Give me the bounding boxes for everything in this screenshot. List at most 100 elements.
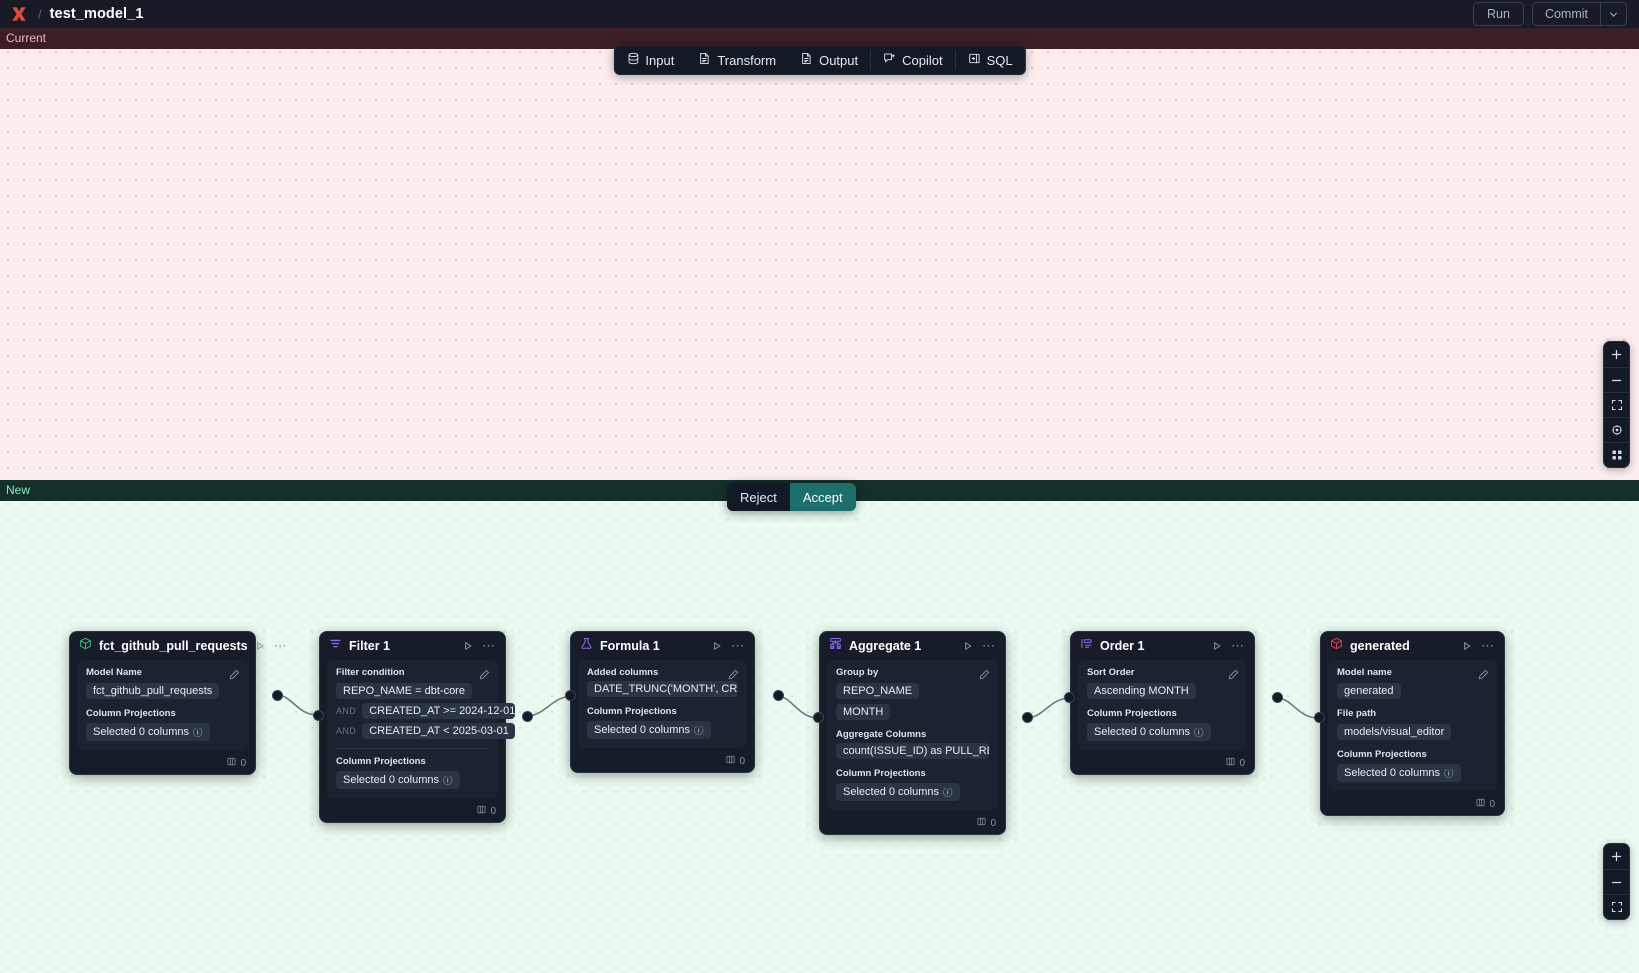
node-footer: 0 (320, 805, 505, 822)
toolbar-item-input[interactable]: Input (614, 46, 686, 74)
pencil-icon[interactable] (1228, 667, 1239, 685)
breadcrumb-separator: / (38, 6, 42, 22)
model-name-chip[interactable]: fct_github_pull_requests (86, 683, 220, 699)
input-port[interactable] (813, 712, 824, 723)
input-port[interactable] (565, 690, 576, 701)
info-icon[interactable]: ⓘ (943, 788, 953, 799)
pencil-icon[interactable] (979, 667, 990, 685)
file-path-chip[interactable]: models/visual_editor (1337, 724, 1452, 740)
more-dots-icon[interactable]: ⋯ (1231, 638, 1245, 653)
run-button[interactable]: Run (1473, 2, 1524, 26)
zoom-out-button[interactable] (1604, 869, 1629, 894)
group-by-chip[interactable]: REPO_NAME (836, 683, 920, 699)
column-projections-chip[interactable]: Selected 0 columns ⓘ (1087, 723, 1211, 741)
node-card[interactable]: Aggregate 1 ⋯ Group by REPO_NAME MONTH A… (819, 631, 1006, 835)
info-icon[interactable]: ⓘ (1194, 728, 1204, 739)
sort-order-chip[interactable]: Ascending MONTH (1087, 683, 1196, 699)
input-port[interactable] (313, 710, 324, 721)
toolbar-item-copilot[interactable]: Copilot (871, 46, 954, 74)
page-title: test_model_1 (49, 6, 144, 22)
play-icon[interactable] (1462, 641, 1472, 651)
column-projections-chip[interactable]: Selected 0 columns ⓘ (86, 723, 210, 741)
toolbar-item-output[interactable]: Output (788, 46, 870, 74)
aggregate-columns-chip[interactable]: count(ISSUE_ID) as PULL_REQUEST_… (836, 743, 989, 759)
play-icon[interactable] (255, 641, 265, 651)
more-dots-icon[interactable]: ⋯ (731, 638, 745, 653)
toolbar-item-sql[interactable]: SQL (956, 46, 1025, 74)
play-icon[interactable] (712, 641, 722, 651)
play-icon[interactable] (463, 641, 473, 651)
info-icon[interactable]: ⓘ (193, 728, 203, 739)
info-icon[interactable]: ⓘ (1444, 769, 1454, 780)
column-projections-chip[interactable]: Selected 0 columns ⓘ (587, 721, 711, 739)
pencil-icon[interactable] (728, 667, 739, 685)
columns-icon (977, 817, 986, 829)
grid-icon[interactable] (1604, 442, 1629, 467)
sparkle-chat-icon (883, 52, 896, 68)
output-port[interactable] (773, 690, 784, 701)
column-projections-chip[interactable]: Selected 0 columns ⓘ (336, 771, 460, 789)
node-card[interactable]: generated ⋯ Model name generated File pa… (1320, 631, 1505, 816)
file-text-icon (698, 52, 711, 68)
toolbar-item-label: Output (819, 52, 859, 68)
node-title: Formula 1 (600, 639, 660, 653)
node-card[interactable]: fct_github_pull_requests ⋯ Model Name fc… (69, 631, 287, 775)
column-projections-chip[interactable]: Selected 0 columns ⓘ (1337, 764, 1461, 782)
chip-text: Selected 0 columns (843, 786, 939, 798)
input-port[interactable] (1064, 692, 1075, 703)
pencil-icon[interactable] (229, 667, 240, 685)
node-footer: 0 (820, 817, 1005, 834)
filter-condition-chip[interactable]: CREATED_AT >= 2024-12-01 (362, 703, 515, 719)
chip-text: Selected 0 columns (343, 774, 439, 786)
node-card[interactable]: Filter 1 ⋯ Filter condition REPO_NAME = … (319, 631, 515, 823)
more-dots-icon[interactable]: ⋯ (482, 638, 496, 653)
zoom-out-button[interactable] (1604, 367, 1629, 392)
added-columns-chip[interactable]: DATE_TRUNC('MONTH', CREATED_AT… (587, 681, 738, 697)
output-port[interactable] (522, 711, 533, 722)
toolbar-item-transform[interactable]: Transform (686, 46, 788, 74)
chevron-down-icon[interactable] (1600, 3, 1626, 25)
columns-icon (726, 755, 735, 767)
info-icon[interactable]: ⓘ (443, 776, 453, 787)
output-port[interactable] (272, 690, 283, 701)
model-name-chip[interactable]: generated (1337, 683, 1401, 699)
node-header: Aggregate 1 ⋯ (820, 632, 1005, 660)
app-logo-x-icon[interactable] (8, 3, 30, 25)
accept-button[interactable]: Accept (789, 483, 856, 511)
commit-button[interactable]: Commit (1544, 7, 1588, 21)
pane-current-label: Current (0, 28, 1639, 49)
info-icon[interactable]: ⓘ (694, 726, 704, 737)
pencil-icon[interactable] (1478, 667, 1489, 685)
more-dots-icon[interactable]: ⋯ (273, 638, 288, 653)
group-by-chip[interactable]: MONTH (836, 704, 891, 720)
column-projections-chip[interactable]: Selected 0 columns ⓘ (836, 783, 960, 801)
columns-icon (477, 805, 486, 817)
play-icon[interactable] (963, 641, 973, 651)
filter-condition-chip[interactable]: REPO_NAME = dbt-core (336, 683, 472, 699)
filter-icon (329, 637, 342, 655)
toolbar-item-label: SQL (986, 52, 1013, 68)
fit-screen-icon[interactable] (1604, 894, 1629, 919)
field-label: Model name (1337, 667, 1392, 678)
node-body: Model Name fct_github_pull_requests Colu… (77, 660, 248, 750)
play-icon[interactable] (1212, 641, 1222, 651)
node-card[interactable]: Formula 1 ⋯ Added columns DATE_TRUNC('MO… (570, 631, 755, 773)
node-body: Group by REPO_NAME MONTH Aggregate Colum… (827, 660, 998, 810)
output-port[interactable] (1022, 712, 1033, 723)
pencil-icon[interactable] (479, 667, 490, 685)
more-dots-icon[interactable]: ⋯ (1481, 638, 1495, 653)
input-port[interactable] (1314, 712, 1325, 723)
fit-screen-icon[interactable] (1604, 392, 1629, 417)
reject-button[interactable]: Reject (727, 483, 790, 511)
field-label: Column Projections (587, 706, 677, 717)
zoom-in-button[interactable] (1604, 844, 1629, 869)
lock-target-icon[interactable] (1604, 417, 1629, 442)
output-port[interactable] (1272, 692, 1283, 703)
zoom-in-button[interactable] (1604, 342, 1629, 367)
filter-condition-chip[interactable]: CREATED_AT < 2025-03-01 (362, 723, 516, 739)
node-card[interactable]: Order 1 ⋯ Sort Order Ascending MONTH Col… (1070, 631, 1255, 775)
more-dots-icon[interactable]: ⋯ (982, 638, 996, 653)
commit-button-group: Commit (1531, 2, 1627, 26)
chip-text: Selected 0 columns (1344, 767, 1440, 779)
canvas-current[interactable] (0, 28, 1639, 480)
